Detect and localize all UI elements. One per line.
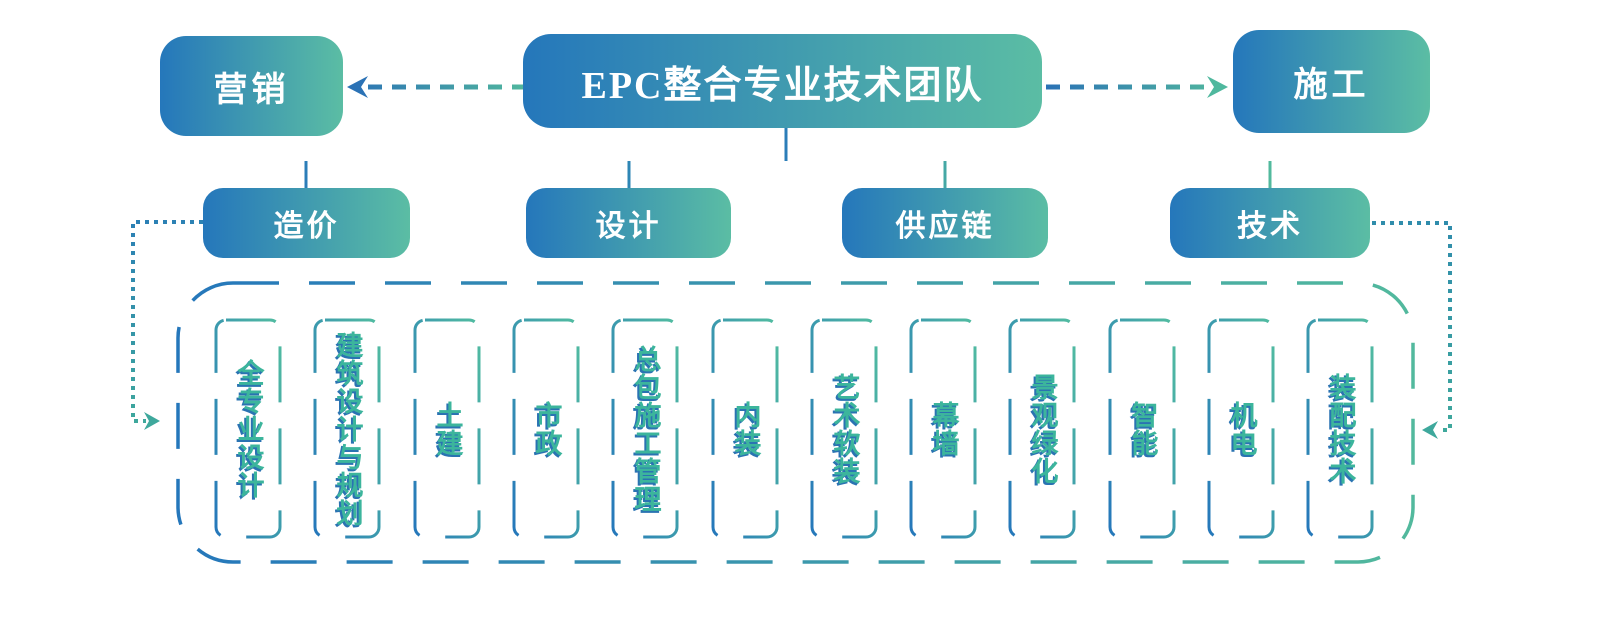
specialty-cell-outline <box>611 318 679 539</box>
branch-design-label: 设计 <box>595 210 662 243</box>
arrow-right-small-icon <box>144 412 160 430</box>
arrow-right-icon <box>1207 76 1228 98</box>
arrow-left-small-icon <box>1422 421 1438 439</box>
specialty-curtain-wall: 幕墙 <box>928 400 959 457</box>
specialty-cell-outline <box>512 318 580 539</box>
specialty-art-soft-decoration: 艺术软装 <box>829 372 860 485</box>
specialty-interior: 内装 <box>730 400 761 457</box>
specialty-municipal: 市政 <box>531 400 562 457</box>
arrow-left-icon <box>347 76 368 98</box>
specialty-cell-outline <box>1108 318 1176 539</box>
branch-technology-label: 技术 <box>1237 210 1303 243</box>
specialty-pool-outline <box>176 281 1415 564</box>
specialty-cell-outline <box>1008 318 1076 539</box>
specialty-gc-construction-mgmt: 总包施工管理 <box>630 344 661 513</box>
node-marketing-label: 营销 <box>213 71 290 109</box>
specialty-assembly-technology: 装配技术 <box>1325 372 1356 485</box>
specialty-arch-design-planning: 建筑设计与规划 <box>332 330 363 527</box>
node-construction: 施工 <box>1233 30 1430 133</box>
specialty-full-discipline-design: 全专业设计 <box>233 358 264 499</box>
dotted-connector-left <box>131 220 203 423</box>
branch-cost-label: 造价 <box>273 210 340 243</box>
node-branch-cost: 造价 <box>203 188 410 258</box>
branch-supply-chain-label: 供应链 <box>895 210 995 243</box>
node-branch-technology: 技术 <box>1170 188 1370 258</box>
specialty-landscape-greening: 景观绿化 <box>1027 372 1058 485</box>
specialty-cell-outline <box>909 318 977 539</box>
specialty-cell-outline <box>711 318 779 539</box>
specialty-cell-outline <box>214 318 282 539</box>
node-branch-supply-chain: 供应链 <box>842 188 1048 258</box>
dotted-connector-right <box>1372 221 1452 432</box>
node-marketing: 营销 <box>160 36 343 136</box>
node-branch-design: 设计 <box>526 188 731 258</box>
specialty-cell-outline <box>1207 318 1275 539</box>
specialty-cell-outline <box>1306 318 1374 539</box>
specialty-cell-outline <box>810 318 878 539</box>
specialty-civil-construction: 土建 <box>432 400 463 457</box>
node-root-label: EPC整合专业技术团队 <box>581 64 984 107</box>
specialty-cell-outline <box>313 318 381 539</box>
specialty-mechanical-electrical: 机电 <box>1226 400 1257 457</box>
specialty-smart-systems: 智能 <box>1127 400 1158 457</box>
specialty-cell-outline <box>413 318 481 539</box>
node-construction-label: 施工 <box>1293 67 1370 104</box>
node-root-epc-team: EPC整合专业技术团队 <box>523 34 1042 128</box>
